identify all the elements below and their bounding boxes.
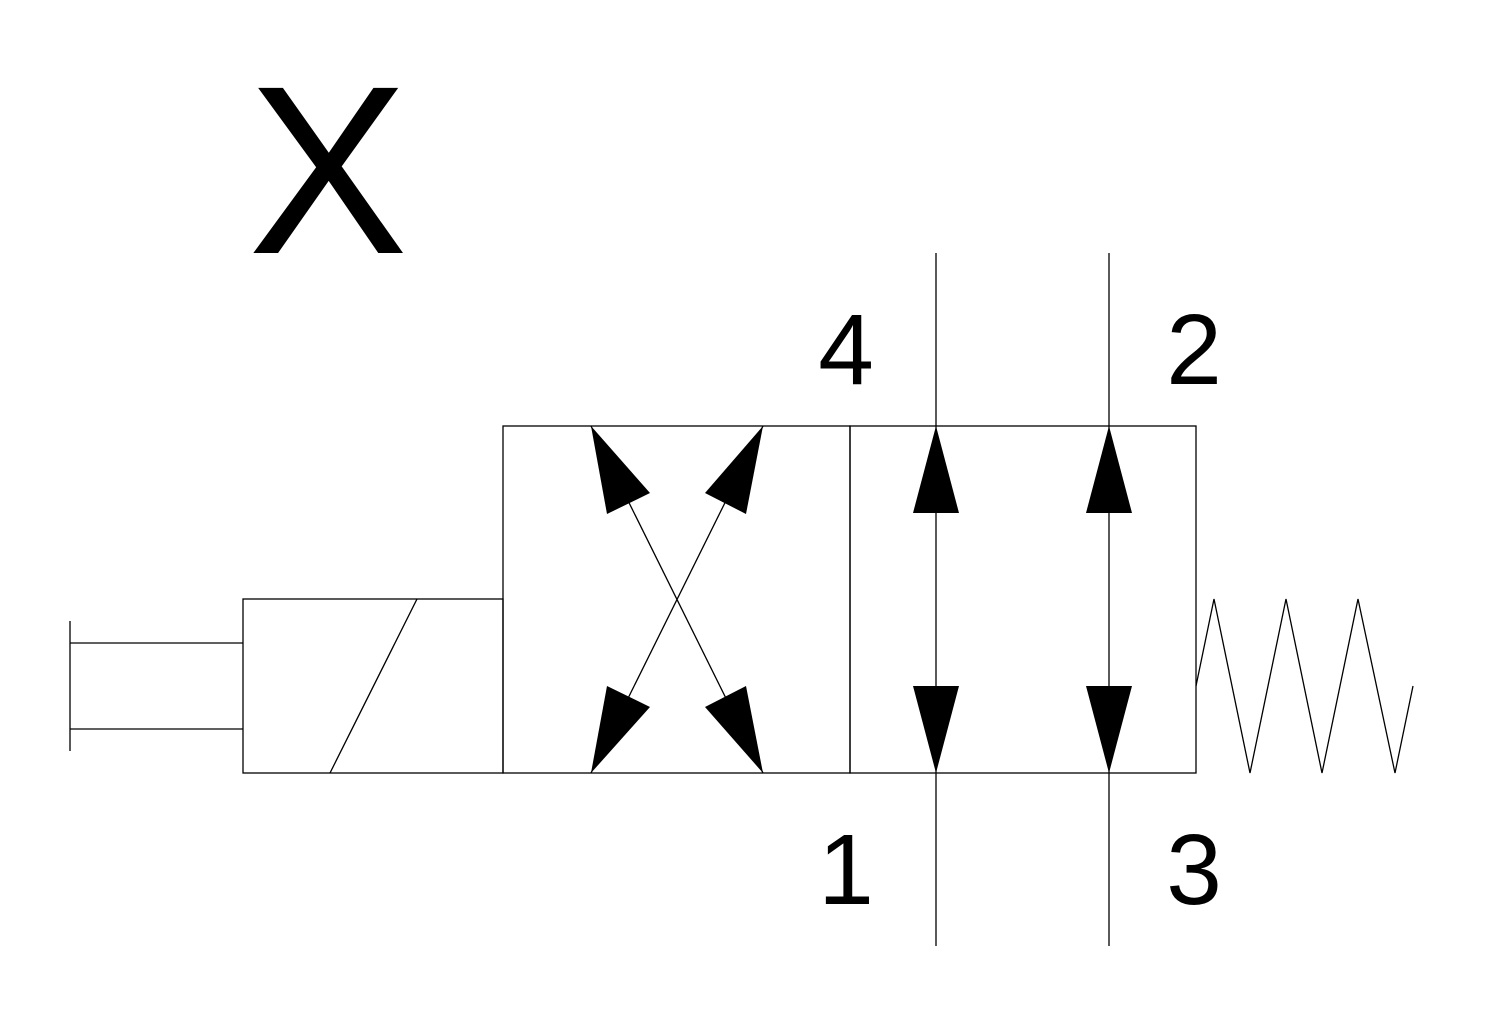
port-label-3: 3	[1166, 814, 1222, 926]
arrowhead-icon	[913, 686, 959, 773]
crossed-flow-arrows	[590, 425, 764, 774]
arrowhead-icon	[1086, 686, 1132, 773]
arrowhead-icon	[913, 426, 959, 513]
port-label-2: 2	[1166, 294, 1222, 406]
arrowhead-icon	[591, 686, 650, 773]
arrowhead-icon	[591, 426, 650, 514]
arrowhead-icon	[705, 686, 763, 773]
arrowhead-icon	[1086, 426, 1132, 513]
parallel-flow-arrows	[913, 426, 1132, 773]
port-label-4: 4	[818, 294, 874, 406]
valve-designation-letter: X	[248, 36, 408, 304]
solenoid-actuator	[242, 598, 504, 774]
spring-return-icon	[1195, 598, 1414, 774]
parallel-flow-position-box	[849, 425, 1197, 774]
manual-override-icon	[69, 621, 243, 751]
port-label-1: 1	[818, 814, 874, 926]
arrowhead-icon	[705, 426, 763, 514]
